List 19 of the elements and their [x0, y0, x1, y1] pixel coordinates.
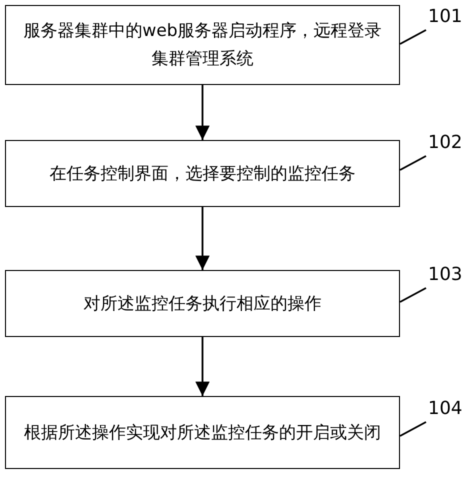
arrow — [195, 207, 210, 270]
arrow — [195, 337, 210, 396]
callout-number: 102 — [428, 132, 468, 156]
callout-number: 103 — [428, 264, 468, 288]
leader-line — [400, 29, 426, 45]
process-box — [5, 270, 400, 337]
box-text: 对所述监控任务执行相应的操作 — [84, 292, 322, 316]
callout-number: 101 — [428, 6, 468, 30]
box-text: 服务器集群中的web服务器启动程序，远程登录集群管理系统 — [22, 20, 383, 71]
process-box — [5, 396, 400, 469]
leader-line — [400, 287, 426, 303]
box-text: 在任务控制界面，选择要控制的监控任务 — [50, 162, 356, 186]
process-box — [5, 140, 400, 207]
box-text: 根据所述操作实现对所述监控任务的开启或关闭 — [24, 422, 381, 444]
leader-line — [400, 421, 426, 437]
leader-line — [400, 155, 426, 171]
callout-number: 104 — [428, 398, 468, 422]
arrow — [195, 85, 210, 140]
process-box — [5, 5, 400, 85]
